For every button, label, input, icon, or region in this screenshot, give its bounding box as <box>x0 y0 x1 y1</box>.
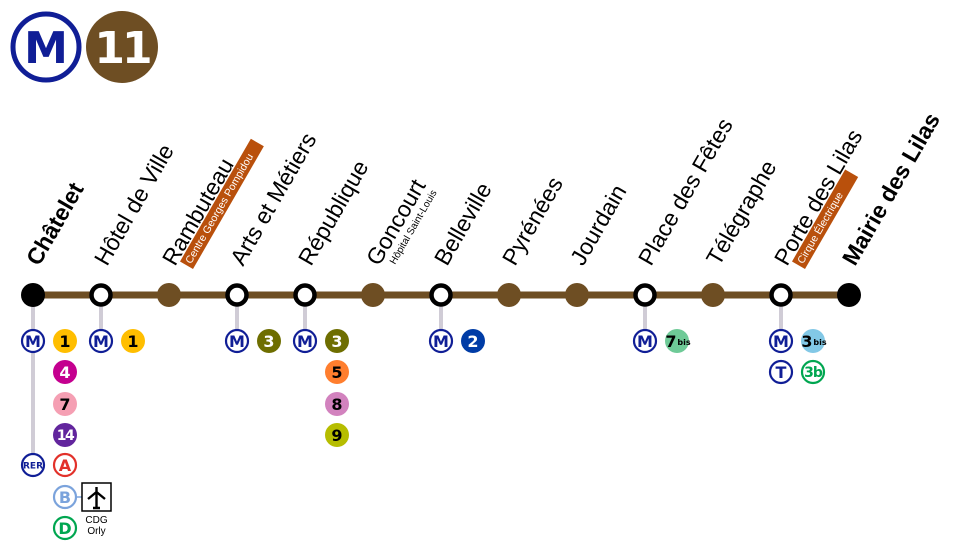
station-jourdain[interactable]: Jourdain <box>565 180 632 307</box>
terminus-marker <box>21 283 45 307</box>
metro-line-14-badge[interactable]: 14 <box>53 423 77 447</box>
interchange-marker <box>225 283 249 307</box>
metro-line-3-badge[interactable]: 3 <box>257 329 281 353</box>
rer-line-A-badge[interactable]: A <box>52 452 78 478</box>
line-number: 11 <box>94 23 150 74</box>
station-telegraphe[interactable]: Télégraphe <box>701 156 782 307</box>
svg-text:B: B <box>59 488 71 507</box>
station-arts-et-metiers[interactable]: Arts et Métiers <box>225 128 322 307</box>
tram-symbol-icon: T <box>768 359 794 385</box>
svg-text:3: 3 <box>801 332 812 351</box>
svg-text:bis: bis <box>813 338 826 347</box>
svg-text:4: 4 <box>59 363 70 382</box>
metro-symbol-icon: M <box>428 328 454 354</box>
station-name: Belleville <box>429 178 497 270</box>
airport-label-orly: Orly <box>87 526 105 537</box>
svg-text:bis: bis <box>677 338 690 347</box>
station-republique[interactable]: République <box>293 156 374 307</box>
svg-text:7: 7 <box>59 395 70 414</box>
svg-text:1: 1 <box>127 332 138 351</box>
rer-line-B-badge[interactable]: B <box>52 484 78 510</box>
svg-text:M: M <box>773 332 789 351</box>
svg-text:1: 1 <box>59 332 70 351</box>
metro-logo: M <box>10 11 82 83</box>
airport-icon <box>81 482 112 512</box>
metro-line-3-badge[interactable]: 3 <box>325 329 349 353</box>
metro-symbol-icon: M <box>632 328 658 354</box>
station-chatelet[interactable]: Châtelet <box>21 178 89 307</box>
metro-symbol-icon: M <box>224 328 250 354</box>
metro-logo-letter: M <box>24 23 68 74</box>
interchange-marker <box>293 283 317 307</box>
metro-line-2-badge[interactable]: 2 <box>461 329 485 353</box>
interchange-marker <box>89 283 113 307</box>
station-name: Pyrénées <box>497 172 568 269</box>
metro-line-5-badge[interactable]: 5 <box>325 360 349 384</box>
svg-text:M: M <box>229 332 245 351</box>
svg-text:M: M <box>297 332 313 351</box>
station-hotel-de-ville[interactable]: Hôtel de Ville <box>89 139 179 307</box>
metro-line-1-badge[interactable]: 1 <box>121 329 145 353</box>
metro-line-4-badge[interactable]: 4 <box>53 360 77 384</box>
svg-text:3: 3 <box>263 332 274 351</box>
interchange-marker <box>633 283 657 307</box>
svg-text:M: M <box>25 332 41 351</box>
svg-text:5: 5 <box>331 363 342 382</box>
svg-text:3: 3 <box>331 332 342 351</box>
station-pyrenees[interactable]: Pyrénées <box>497 172 568 307</box>
station-marker <box>565 283 589 307</box>
svg-text:M: M <box>433 332 449 351</box>
metro-symbol-icon: M <box>20 328 46 354</box>
station-place-des-fetes[interactable]: Place des Fêtes <box>633 114 738 307</box>
interchange-marker <box>429 283 453 307</box>
rer-symbol-icon: RER <box>20 452 46 478</box>
svg-text:2: 2 <box>467 332 478 351</box>
svg-text:9: 9 <box>331 426 342 445</box>
metro-line-8-badge[interactable]: 8 <box>325 392 349 416</box>
svg-text:A: A <box>59 456 72 475</box>
svg-text:M: M <box>637 332 653 351</box>
svg-text:M: M <box>93 332 109 351</box>
metro-line-7-badge[interactable]: 7 <box>53 392 77 416</box>
airport-label-cdg: CDG <box>85 515 107 526</box>
station-marker <box>157 283 181 307</box>
svg-text:8: 8 <box>331 395 342 414</box>
svg-text:3b: 3b <box>804 365 823 381</box>
line-11-badge: 11 <box>86 11 158 83</box>
station-name: Jourdain <box>565 180 632 269</box>
svg-text:14: 14 <box>57 428 75 444</box>
tram-line-3b-badge[interactable]: 3b <box>800 359 826 385</box>
svg-text:T: T <box>776 363 787 382</box>
metro-symbol-icon: M <box>88 328 114 354</box>
metro-line-9-badge[interactable]: 9 <box>325 423 349 447</box>
station-marker <box>701 283 725 307</box>
metro-line-1-badge[interactable]: 1 <box>53 329 77 353</box>
station-name: République <box>293 156 374 270</box>
terminus-marker <box>837 283 861 307</box>
station-name: Télégraphe <box>701 156 782 270</box>
connector-stems <box>31 300 783 462</box>
interchange-marker <box>769 283 793 307</box>
svg-text:7: 7 <box>665 332 676 351</box>
svg-text:RER: RER <box>23 461 43 471</box>
metro-symbol-icon: M <box>768 328 794 354</box>
station-marker <box>361 283 385 307</box>
station-belleville[interactable]: Belleville <box>429 178 497 307</box>
station-name: Châtelet <box>21 178 89 270</box>
metro-symbol-icon: M <box>292 328 318 354</box>
station-marker <box>497 283 521 307</box>
svg-text:D: D <box>58 519 71 538</box>
rer-line-D-badge[interactable]: D <box>52 515 78 541</box>
